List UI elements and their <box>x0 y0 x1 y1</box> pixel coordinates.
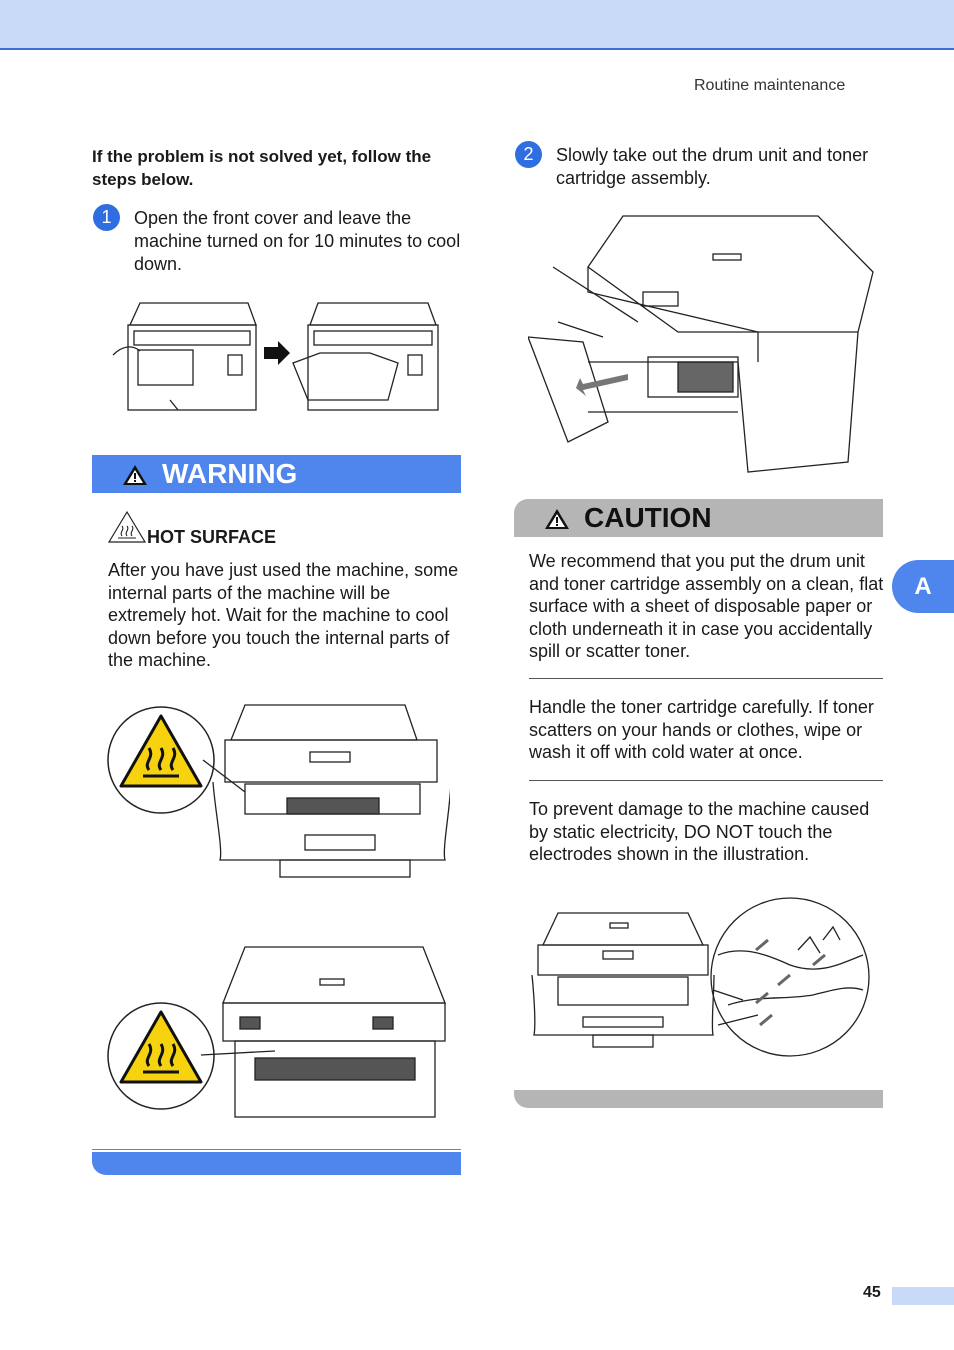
warning-bar: WARNING <box>92 455 461 493</box>
step-1-number: 1 <box>93 204 120 231</box>
warning-title: WARNING <box>162 458 298 489</box>
caution-divider-2 <box>529 780 883 781</box>
page-number: 45 <box>863 1284 881 1301</box>
electrodes-illustration <box>531 897 870 1057</box>
step-2-number: 2 <box>515 141 542 168</box>
caution-triangle-icon <box>545 509 569 529</box>
caution-divider-1 <box>529 678 883 679</box>
step-1-illustration <box>112 302 439 411</box>
caution-bar: CAUTION <box>514 499 883 537</box>
hot-surface-front-illustration <box>107 704 450 878</box>
header-band <box>0 0 954 50</box>
chapter-tab: A <box>892 560 954 613</box>
hot-surface-icon <box>107 510 147 543</box>
caution-paragraph-3: To prevent damage to the machine caused … <box>529 799 870 864</box>
step-1-text: Open the front cover and leave the machi… <box>134 208 461 274</box>
intro-text: If the problem is not solved yet, follow… <box>92 147 432 189</box>
warning-footer-line <box>92 1149 461 1150</box>
page-number-tab <box>892 1287 954 1305</box>
warning-triangle-icon <box>123 465 147 485</box>
caution-paragraph-2: Handle the toner cartridge carefully. If… <box>529 697 874 762</box>
hot-surface-title: HOT SURFACE <box>147 527 277 547</box>
step-2-text: Slowly take out the drum unit and toner … <box>556 145 869 188</box>
hot-surface-rear-illustration <box>107 946 446 1118</box>
caution-title: CAUTION <box>584 502 712 533</box>
caution-footer-bar <box>514 1090 883 1108</box>
running-head: Routine maintenance <box>694 77 846 94</box>
warning-footer-bar <box>92 1152 461 1175</box>
warning-body: After you have just used the machine, so… <box>108 560 459 670</box>
caution-paragraph-1: We recommend that you put the drum unit … <box>529 551 884 661</box>
step-2-illustration <box>528 215 874 473</box>
